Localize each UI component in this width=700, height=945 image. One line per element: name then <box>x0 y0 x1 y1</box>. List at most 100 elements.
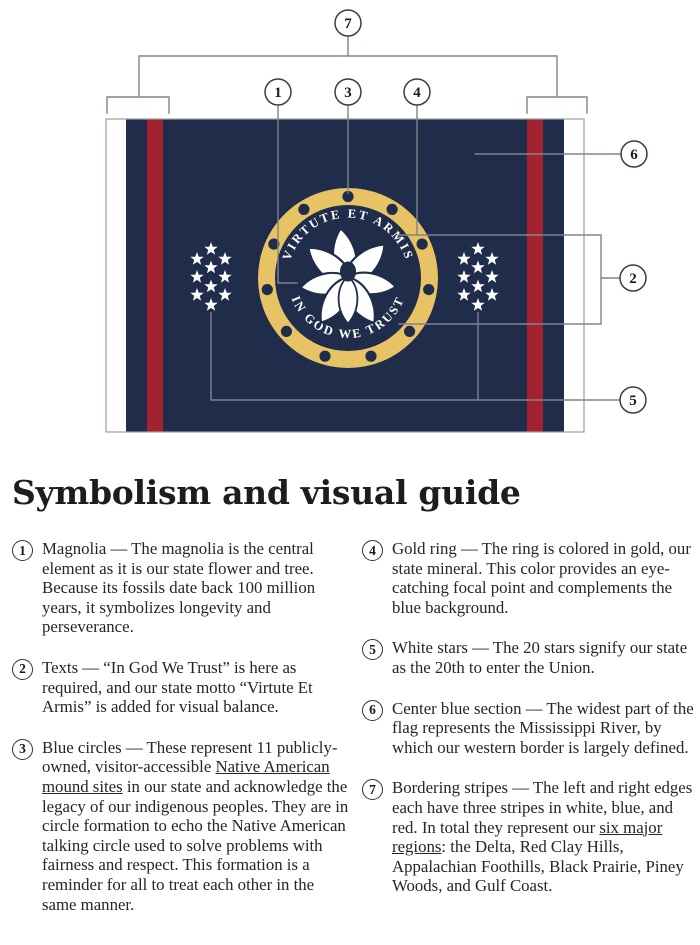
guide-item-white-stars: 5 White stars — The 20 stars signify our… <box>362 638 698 677</box>
callout-5-number: 5 <box>629 393 637 409</box>
ring-dot <box>342 190 354 203</box>
callout-4-number: 4 <box>413 85 421 101</box>
flag-diagram: VIRTUTE ET ARMIS IN GOD WE TRUST <box>105 9 648 433</box>
ring-dot <box>319 350 331 362</box>
page-title: Symbolism and visual guide <box>12 473 521 512</box>
item-text: Bordering stripes — The left and right e… <box>392 778 698 896</box>
callout-4: 4 <box>403 78 431 106</box>
white-star <box>471 260 485 274</box>
callout-bubbles: 7 1 3 4 6 2 5 <box>264 9 648 414</box>
star-cluster-left <box>190 242 232 311</box>
white-star <box>457 288 471 301</box>
item-number-badge: 7 <box>362 779 383 801</box>
ring-dot <box>298 203 310 215</box>
stripe-red-right <box>527 119 543 432</box>
item-text-before: Texts — “In God We Trust” is here as req… <box>42 657 313 717</box>
stripe-blue-right <box>543 119 564 432</box>
item-text-before: White stars — The 20 stars signify our s… <box>392 638 688 677</box>
guide-right-column: 4 Gold ring — The ring is colored in gol… <box>362 539 698 935</box>
flag-border <box>105 118 585 433</box>
guide-left-column: 1 Magnolia — The magnolia is the central… <box>12 539 352 935</box>
white-star <box>204 298 218 311</box>
magnolia-icon <box>299 227 397 325</box>
item-text-before: Bordering stripes — The left and right e… <box>392 778 693 837</box>
callout-3: 3 <box>334 78 362 106</box>
six-regions-link[interactable]: six major regions <box>392 817 663 857</box>
item-text: Blue circles — These represent 11 public… <box>42 738 352 914</box>
white-star <box>190 252 204 265</box>
guide-item-magnolia: 1 Magnolia — The magnolia is the central… <box>12 539 352 637</box>
item-number-badge: 1 <box>12 540 33 561</box>
callout-6: 6 <box>620 140 648 168</box>
ring-dot <box>404 325 416 337</box>
stripe-blue-left <box>126 119 147 432</box>
mound-sites-link[interactable]: Native American mound sites <box>42 757 330 796</box>
item-text-before: Center blue section — The widest part of… <box>392 698 694 757</box>
guide-item-bordering-stripes: 7 Bordering stripes — The left and right… <box>362 778 698 896</box>
item-text-before: Magnolia — The magnolia is the central e… <box>42 539 316 637</box>
white-star <box>485 288 499 301</box>
guide-item-gold-ring: 4 Gold ring — The ring is colored in gol… <box>362 539 698 617</box>
callout-5: 5 <box>619 386 647 414</box>
item-number-badge: 3 <box>12 738 33 760</box>
callout-line-1 <box>277 104 298 284</box>
callout-lines <box>106 35 622 401</box>
white-star <box>485 252 499 265</box>
callout-line-5 <box>210 312 621 401</box>
symbolism-guide: Symbolism and visual guide 1 Magnolia — … <box>0 473 700 935</box>
item-text-before: Blue circles — These represent 11 public… <box>42 737 338 777</box>
white-star <box>204 242 218 255</box>
guide-item-blue-circles: 3 Blue circles — These represent 11 publ… <box>12 738 352 914</box>
white-star <box>457 252 471 265</box>
callout-3-number: 3 <box>344 85 352 101</box>
callout-line-7 <box>106 35 588 114</box>
ring-blue-circles <box>261 190 435 362</box>
callout-6-number: 6 <box>630 147 638 163</box>
white-star <box>204 279 218 293</box>
white-star <box>457 270 471 283</box>
flag-illustration: VIRTUTE ET ARMIS IN GOD WE TRUST <box>105 118 585 433</box>
ring-dot <box>268 238 280 250</box>
white-star <box>485 270 499 283</box>
item-text: Magnolia — The magnolia is the central e… <box>42 539 352 637</box>
ring-dot <box>261 284 273 296</box>
white-star <box>204 260 218 274</box>
white-star <box>471 279 485 293</box>
white-star <box>218 288 232 301</box>
seal: VIRTUTE ET ARMIS IN GOD WE TRUST <box>258 188 438 368</box>
item-number-badge: 5 <box>362 639 383 661</box>
callout-1-number: 1 <box>274 85 282 101</box>
item-text: Gold ring — The ring is colored in gold,… <box>392 539 698 617</box>
callout-line-2 <box>397 234 621 325</box>
item-number-badge: 4 <box>362 540 383 561</box>
callout-2: 2 <box>619 264 647 292</box>
guide-columns: 1 Magnolia — The magnolia is the central… <box>12 539 694 935</box>
ring-dot <box>386 203 398 215</box>
ring-dot <box>280 325 292 337</box>
item-text-after: in our state and acknowledge the legacy … <box>42 776 349 914</box>
guide-item-texts: 2 Texts — “In God We Trust” is here as r… <box>12 658 352 717</box>
item-text: Texts — “In God We Trust” is here as req… <box>42 658 352 717</box>
ring-dot <box>423 284 435 296</box>
item-text-after: : the Delta, Red Clay Hills, Appalachian… <box>392 837 684 896</box>
guide-item-center-blue: 6 Center blue section — The widest part … <box>362 699 698 758</box>
item-number-badge: 2 <box>12 658 33 680</box>
star-cluster-right <box>457 242 499 311</box>
white-star <box>471 298 485 311</box>
item-number-badge: 6 <box>362 699 383 721</box>
white-star <box>190 288 204 301</box>
white-star <box>190 270 204 283</box>
ring-dot <box>416 238 428 250</box>
white-star <box>218 252 232 265</box>
callout-7-number: 7 <box>344 16 352 32</box>
white-star <box>218 270 232 283</box>
callout-7: 7 <box>334 9 362 37</box>
magnolia-cone <box>339 261 357 282</box>
white-star <box>471 242 485 255</box>
item-text-before: Gold ring — The ring is colored in gold,… <box>392 539 691 617</box>
callout-1: 1 <box>264 78 292 106</box>
item-text: Center blue section — The widest part of… <box>392 699 698 758</box>
item-text: White stars — The 20 stars signify our s… <box>392 638 698 677</box>
callout-2-number: 2 <box>629 271 637 287</box>
stripe-red-left <box>147 119 163 432</box>
